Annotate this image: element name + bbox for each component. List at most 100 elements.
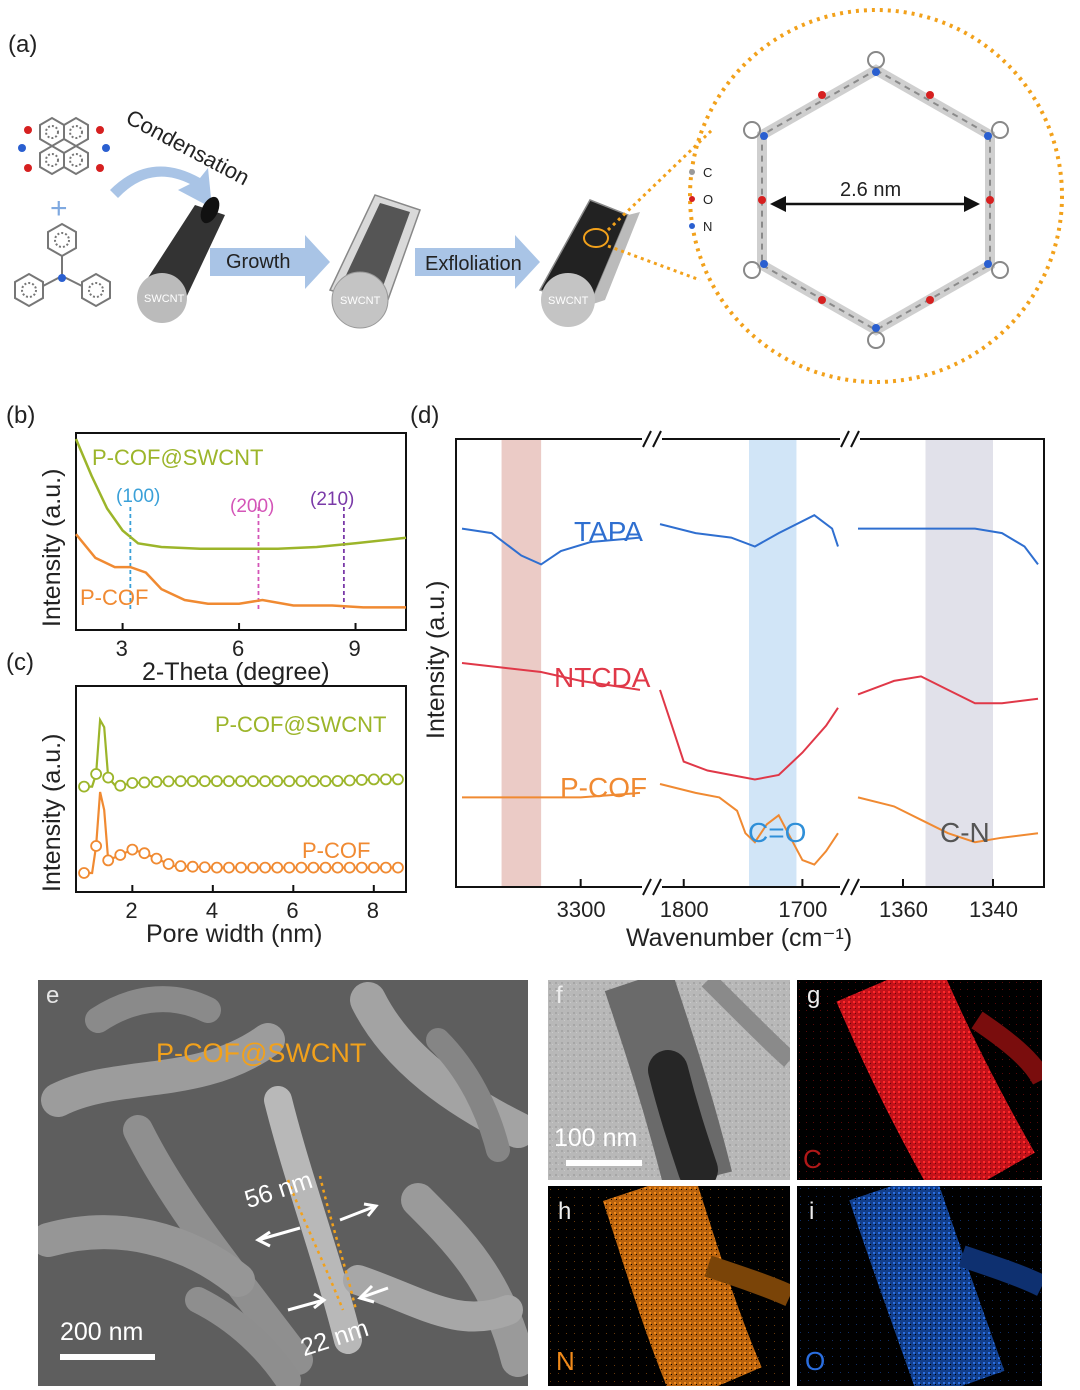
series-line-1-seg-2	[857, 675, 1039, 705]
marker-0-8	[174, 775, 187, 788]
carbon-element-label: C	[803, 1144, 822, 1174]
marker-0-6	[150, 776, 163, 788]
peak-label-100: (100)	[116, 486, 160, 507]
exfoliation-arrow-icon	[415, 235, 540, 289]
swcnt-label-2: SWCNT	[340, 295, 381, 307]
marker-0-3	[114, 779, 127, 792]
series-line-1-seg-1	[659, 689, 839, 781]
panel-a-label: (a)	[8, 31, 37, 58]
panel-a: (a) + Condensation SWC	[8, 8, 1064, 384]
panel-d-xlabel: Wavenumber (cm⁻¹)	[626, 924, 852, 952]
legend-nitrogen: N	[703, 219, 712, 234]
marker-0-22	[343, 774, 356, 787]
marker-0-17	[283, 775, 296, 788]
marker-1-4	[126, 843, 139, 856]
tem-texture	[548, 980, 790, 1180]
marker-0-16	[271, 775, 284, 788]
marker-1-5	[138, 847, 151, 860]
panel-d-bands	[501, 439, 993, 887]
series-line-2-seg-1	[659, 783, 839, 866]
marker-0-12	[223, 775, 235, 788]
xtick-label-1: 4	[206, 898, 218, 923]
growth-arrow-icon	[210, 235, 330, 289]
panel-c-xlabel: Pore width (nm)	[146, 920, 322, 948]
xtick-label-0: 3	[116, 636, 128, 661]
carbon-map-texture	[797, 980, 1042, 1180]
swcnt-exfoliated	[538, 199, 640, 327]
nitrogen-map: h N	[548, 1186, 790, 1386]
marker-1-18	[295, 861, 308, 874]
xtick-label-2: 6	[286, 898, 298, 923]
nitrogen-map-texture	[548, 1186, 790, 1386]
marker-1-13	[235, 861, 247, 874]
panel-b-frame	[75, 432, 407, 631]
marker-1-26	[392, 861, 404, 874]
marker-1-17	[283, 861, 296, 874]
marker-1-14	[247, 861, 259, 874]
zoom-line-top	[606, 128, 714, 232]
xtick-label-3: 1360	[879, 897, 928, 922]
panel-d-series	[461, 514, 1039, 866]
marker-0-26	[392, 773, 404, 786]
marker-1-16	[271, 861, 284, 874]
panel-b: (b) P-COF@SWCNT P-COF (100) (200) (210) …	[6, 402, 407, 686]
pore-arrow-left-icon	[770, 196, 786, 212]
marker-1-7	[162, 858, 175, 870]
marker-0-20	[319, 775, 332, 788]
panel-i-label: i	[809, 1198, 815, 1225]
marker-1-22	[343, 861, 356, 874]
panel-h-label: h	[558, 1198, 572, 1225]
marker-1-11	[210, 861, 223, 874]
xtick-label-4: 1340	[969, 897, 1018, 922]
scale-label-100nm: 100 nm	[554, 1124, 638, 1152]
panel-c-label: (c)	[6, 649, 34, 676]
scale-bar-100nm	[566, 1160, 642, 1166]
series-label-p-cof-swcnt: P-COF@SWCNT	[215, 712, 386, 737]
marker-1-23	[355, 861, 368, 874]
series-label-p-cof: P-COF	[302, 838, 370, 863]
series-label-p-cof: P-COF	[560, 772, 647, 803]
series-label-p-cof: P-COF	[80, 585, 148, 610]
pore-arrow-right-icon	[964, 196, 980, 212]
tapa-nitrogen	[58, 274, 66, 282]
ntcda-monomer	[39, 116, 89, 176]
scale-label-200nm: 200 nm	[60, 1318, 144, 1346]
panel-e-label: e	[46, 982, 60, 1009]
marker-1-6	[150, 852, 163, 865]
panel-b-label: (b)	[6, 402, 35, 429]
marker-0-21	[331, 775, 344, 787]
condensation-arrow-icon	[110, 166, 212, 208]
oxygen-map: i O	[797, 1186, 1042, 1386]
plus-icon: +	[50, 192, 68, 225]
oxygen-map-texture	[797, 1186, 1042, 1386]
band-1	[749, 439, 797, 887]
sample-label: P-COF@SWCNT	[156, 1038, 367, 1068]
marker-0-11	[210, 775, 223, 788]
marker-0-15	[259, 775, 272, 788]
series-line-0-seg-2	[858, 527, 1039, 566]
panel-b-peak-guides	[129, 507, 345, 610]
panel-d-ylabel: Intensity (a.u.)	[422, 581, 450, 739]
pore-size-label: 2.6 nm	[840, 179, 901, 201]
series-markers-p-cof	[78, 840, 404, 879]
series-label-ntcda: NTCDA	[554, 662, 651, 693]
marker-1-15	[259, 861, 272, 874]
marker-0-9	[186, 775, 199, 788]
xtick-label-2: 1700	[778, 897, 827, 922]
sem-texture	[38, 980, 528, 1386]
axis-break-marks	[642, 430, 860, 896]
panel-d-frame	[455, 438, 1045, 888]
panel-c-frame	[75, 685, 407, 893]
marker-0-7	[162, 775, 175, 788]
series-line-1-seg-0	[461, 662, 641, 691]
marker-1-1	[90, 840, 103, 852]
swcnt-coated	[328, 194, 421, 329]
swcnt-label-1: SWCNT	[144, 293, 185, 305]
marker-0-19	[307, 775, 320, 788]
marker-1-8	[174, 860, 187, 873]
ntcda-atoms	[18, 126, 110, 172]
growth-label: Growth	[226, 251, 290, 273]
